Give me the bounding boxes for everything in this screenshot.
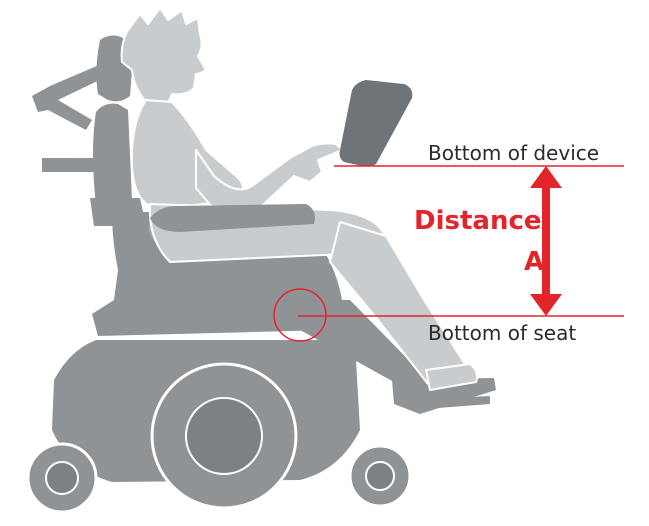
bottom-of-seat-label: Bottom of seat	[428, 321, 576, 345]
rear-caster-hub	[46, 462, 78, 494]
distance-label: Distance	[414, 206, 542, 236]
armrest-left	[42, 158, 98, 172]
tablet-device	[340, 80, 413, 167]
front-caster-hub	[366, 462, 394, 490]
measure-arrow-icon	[530, 166, 562, 316]
distance-letter-label: A	[524, 247, 544, 277]
person-head	[122, 8, 206, 104]
backrest	[93, 104, 132, 212]
drive-wheel-hub	[186, 398, 262, 474]
bottom-of-device-label: Bottom of device	[428, 141, 599, 165]
